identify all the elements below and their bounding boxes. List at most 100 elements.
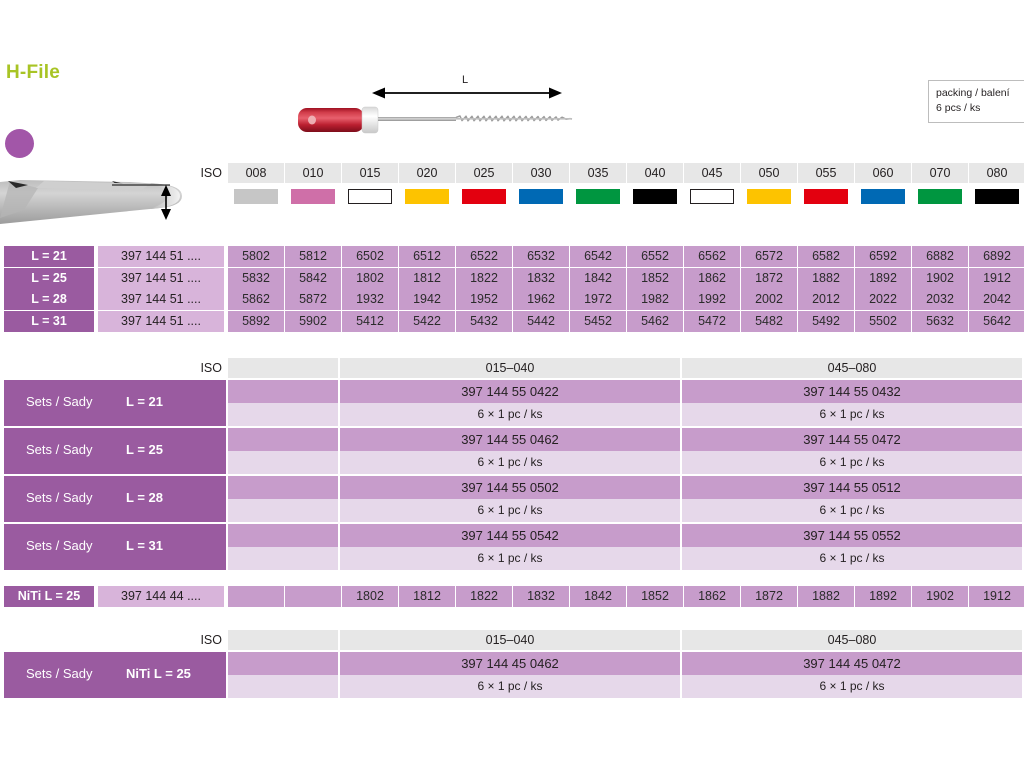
row-value-050: 1872 xyxy=(741,267,797,289)
row-value-030: 1962 xyxy=(513,289,569,310)
row-value-020: 6512 xyxy=(399,246,455,267)
row-value-035: 5452 xyxy=(570,310,626,332)
niti-sets-spacer-bottom xyxy=(228,675,338,698)
sets-row-label-text: Sets / Sady xyxy=(26,442,93,457)
row-value-008: 5832 xyxy=(228,267,284,289)
row-value-055: 6582 xyxy=(798,246,854,267)
row-value-025: 5432 xyxy=(456,310,512,332)
sets-qty-left: 6 × 1 pc / ks xyxy=(340,403,680,426)
sets-spacer-top xyxy=(228,428,338,451)
row-value-025: 1822 xyxy=(456,267,512,289)
row-value-045: 5472 xyxy=(684,310,740,332)
row-article-code: 397 144 51 .... xyxy=(98,267,224,289)
niti-row-value-030: 1832 xyxy=(513,586,569,607)
iso-color-swatch-080 xyxy=(975,189,1019,204)
iso-color-swatch-008 xyxy=(234,189,278,204)
row-value-030: 6532 xyxy=(513,246,569,267)
sets-code-right: 397 144 55 0432 xyxy=(682,380,1022,403)
file-tip-closeup-illustration xyxy=(0,180,182,224)
row-value-015: 1932 xyxy=(342,289,398,310)
iso-size-header-020: 020 xyxy=(399,163,455,183)
sets-code-left: 397 144 55 0462 xyxy=(340,428,680,451)
packing-label: packing / balení xyxy=(936,87,1010,99)
niti-sets-range-right-header: 045–080 xyxy=(682,630,1022,650)
sets-spacer-top xyxy=(228,380,338,403)
niti-sets-qty-right: 6 × 1 pc / ks xyxy=(682,675,1022,698)
row-value-045: 1862 xyxy=(684,267,740,289)
sets-row-label-length: L = 31 xyxy=(126,538,163,553)
niti-sets-qty-left: 6 × 1 pc / ks xyxy=(340,675,680,698)
iso-size-header-060: 060 xyxy=(855,163,911,183)
row-value-015: 5412 xyxy=(342,310,398,332)
sets-qty-left: 6 × 1 pc / ks xyxy=(340,499,680,522)
iso-size-header-040: 040 xyxy=(627,163,683,183)
row-value-035: 6542 xyxy=(570,246,626,267)
iso-color-swatch-035 xyxy=(576,189,620,204)
row-value-070: 1902 xyxy=(912,267,968,289)
sets-qty-right: 6 × 1 pc / ks xyxy=(682,451,1022,474)
row-value-080: 1912 xyxy=(969,267,1024,289)
row-length-label: L = 25 xyxy=(4,267,94,289)
row-value-070: 2032 xyxy=(912,289,968,310)
niti-row-value-050: 1872 xyxy=(741,586,797,607)
sets-spacer-header xyxy=(228,358,338,378)
row-article-code: 397 144 51 .... xyxy=(98,289,224,310)
niti-row-value-070: 1902 xyxy=(912,586,968,607)
sets-range-right-header: 045–080 xyxy=(682,358,1022,378)
niti-sets-code-left: 397 144 45 0462 xyxy=(340,652,680,675)
row-value-055: 1882 xyxy=(798,267,854,289)
niti-sets-range-left-header: 015–040 xyxy=(340,630,680,650)
niti-sets-iso-label: ISO xyxy=(200,633,222,647)
iso-size-header-045: 045 xyxy=(684,163,740,183)
row-value-015: 6502 xyxy=(342,246,398,267)
sets-qty-right: 6 × 1 pc / ks xyxy=(682,499,1022,522)
sets-row-label-length: L = 28 xyxy=(126,490,163,505)
niti-row-value-010 xyxy=(285,586,341,607)
length-dimension-label: L xyxy=(462,74,469,86)
iso-color-swatch-040 xyxy=(633,189,677,204)
row-value-008: 5892 xyxy=(228,310,284,332)
iso-size-header-055: 055 xyxy=(798,163,854,183)
row-value-050: 2002 xyxy=(741,289,797,310)
sets-spacer-top xyxy=(228,476,338,499)
niti-row-value-060: 1892 xyxy=(855,586,911,607)
row-value-055: 5492 xyxy=(798,310,854,332)
iso-size-header-030: 030 xyxy=(513,163,569,183)
row-value-040: 6552 xyxy=(627,246,683,267)
sets-range-left-header: 015–040 xyxy=(340,358,680,378)
sets-code-left: 397 144 55 0422 xyxy=(340,380,680,403)
row-value-010: 5872 xyxy=(285,289,341,310)
row-length-label: L = 28 xyxy=(4,289,94,310)
row-length-label: L = 31 xyxy=(4,310,94,332)
row-value-020: 5422 xyxy=(399,310,455,332)
niti-row-value-045: 1862 xyxy=(684,586,740,607)
length-dimension-arrow xyxy=(372,87,562,99)
niti-sets-code-right: 397 144 45 0472 xyxy=(682,652,1022,675)
packing-quantity: 6 pcs / ks xyxy=(936,102,981,115)
sets-spacer-bottom xyxy=(228,403,338,426)
sets-spacer-bottom xyxy=(228,451,338,474)
niti-row-value-020: 1812 xyxy=(399,586,455,607)
row-value-045: 1992 xyxy=(684,289,740,310)
packing-info-box: packing / balení 6 pcs / ks xyxy=(928,80,1024,124)
niti-sets-spacer-top xyxy=(228,652,338,675)
sets-row-label-length: L = 25 xyxy=(126,442,163,457)
row-value-040: 5462 xyxy=(627,310,683,332)
row-value-010: 5902 xyxy=(285,310,341,332)
iso-size-header-015: 015 xyxy=(342,163,398,183)
sets-code-left: 397 144 55 0502 xyxy=(340,476,680,499)
color-code-dot xyxy=(5,129,34,158)
